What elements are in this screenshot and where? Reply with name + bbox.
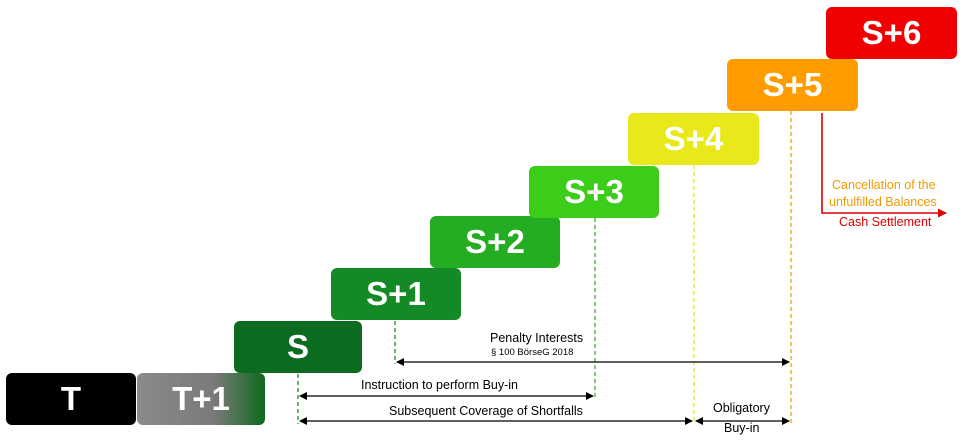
cancellation-label-2: unfulfilled Balances <box>829 195 937 209</box>
penalty-interests-label: Penalty Interests <box>490 331 584 345</box>
cash-settlement-arrow <box>821 113 947 218</box>
instruction-label: Instruction to perform Buy-in <box>361 378 519 392</box>
step-T-plus-1: T+1 <box>137 373 265 425</box>
step-S-plus-2: S+2 <box>430 216 560 268</box>
step-S-plus-4: S+4 <box>628 113 759 165</box>
obligatory-label: Obligatory <box>713 401 770 415</box>
step-T: T <box>6 373 136 425</box>
buy-in-label: Buy-in <box>724 421 760 435</box>
cash-settlement-label: Cash Settlement <box>839 215 932 229</box>
step-S: S <box>234 321 362 373</box>
step-S-plus-1: S+1 <box>331 268 461 320</box>
step-S-plus-3: S+3 <box>529 166 659 218</box>
step-S-plus-5: S+5 <box>727 59 858 111</box>
cancellation-label-1: Cancellation of the <box>832 178 936 192</box>
subsequent-label: Subsequent Coverage of Shortfalls <box>389 404 583 418</box>
step-S-plus-6: S+6 <box>826 7 957 59</box>
penalty-law-label: § 100 BörseG 2018 <box>491 347 574 358</box>
